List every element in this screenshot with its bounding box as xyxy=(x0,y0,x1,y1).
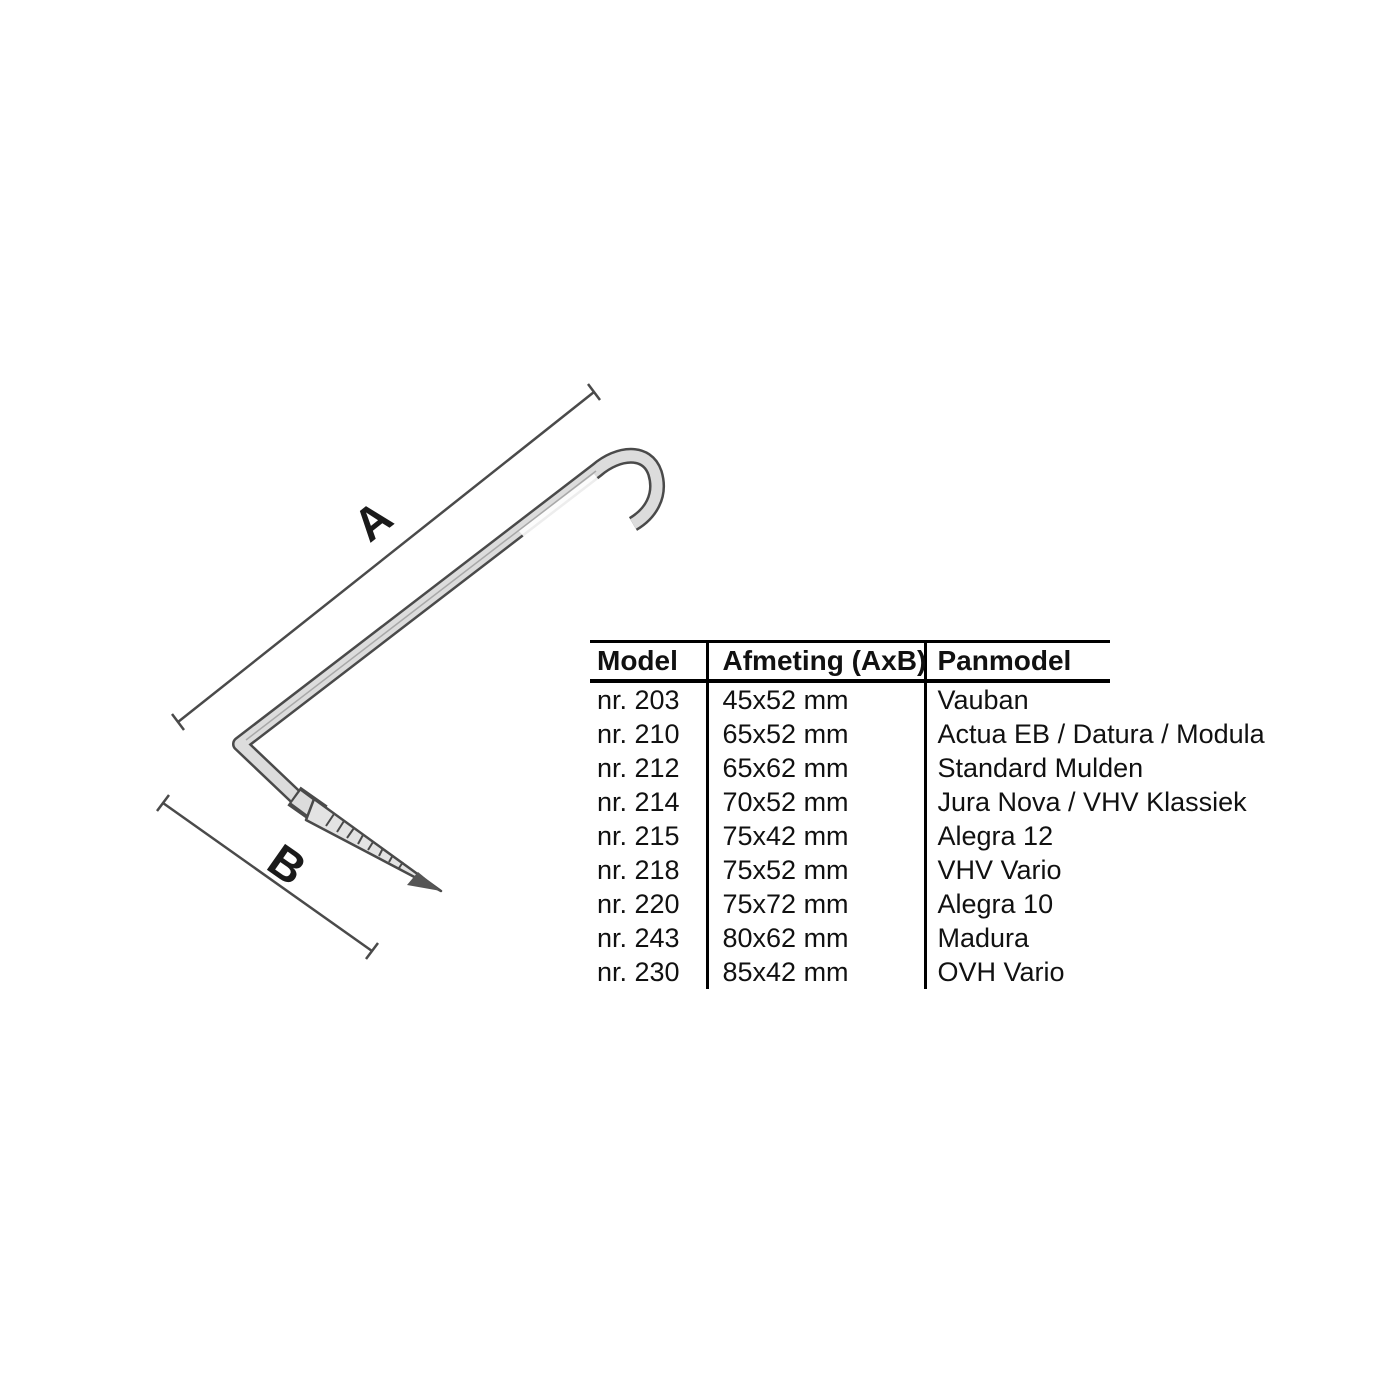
shaft-highlight xyxy=(519,474,599,537)
table-cell: 80x62 mm xyxy=(705,921,925,955)
hook-spike xyxy=(304,797,443,893)
table-cell: nr. 215 xyxy=(597,820,680,851)
header-model: Model xyxy=(590,640,707,683)
table-cell: Vauban xyxy=(923,681,1110,717)
header-afmeting: Afmeting (AxB) xyxy=(705,640,926,683)
spec-table-header: Model Afmeting (AxB) Panmodel xyxy=(590,640,1110,683)
table-cell: Standard Mulden xyxy=(923,751,1143,785)
spec-table-container: Model Afmeting (AxB) Panmodel nr. 203 45x… xyxy=(590,640,1265,989)
table-cell: Alegra 10 xyxy=(923,887,1110,921)
hook-body xyxy=(232,447,665,807)
table-cell: nr. 220 xyxy=(597,888,680,919)
table-cell: 65x62 mm xyxy=(705,751,925,785)
table-cell: Madura xyxy=(923,921,1110,955)
table-cell: VHV Vario xyxy=(923,853,1110,887)
table-cell: nr. 214 xyxy=(597,786,680,817)
table-cell: 75x42 mm xyxy=(705,819,925,853)
table-cell: nr. 230 xyxy=(597,956,680,987)
dimension-label-b: B xyxy=(259,834,316,896)
table-cell: nr. 212 xyxy=(597,752,680,783)
table-cell: 70x52 mm xyxy=(705,785,925,819)
table-cell: 45x52 mm xyxy=(705,681,925,717)
table-cell: nr. 243 xyxy=(597,922,680,953)
dimension-line-b xyxy=(156,794,379,960)
table-cell: nr. 203 xyxy=(597,684,680,715)
table-cell: 85x42 mm xyxy=(705,955,925,989)
table-cell: 65x52 mm xyxy=(705,717,925,751)
table-cell: Jura Nova / VHV Klassiek xyxy=(923,785,1247,819)
spike-ribs xyxy=(325,813,404,869)
header-panmodel: Panmodel xyxy=(923,640,1110,683)
table-cell: 75x52 mm xyxy=(705,853,925,887)
dimension-label-a: A xyxy=(343,490,401,551)
table-cell: 75x72 mm xyxy=(705,887,925,921)
spec-table: Model Afmeting (AxB) Panmodel nr. 203 45x… xyxy=(590,640,1265,989)
spike-tip xyxy=(407,872,441,891)
table-cell: Alegra 12 xyxy=(923,819,1110,853)
dimension-line-a xyxy=(171,383,601,731)
table-cell: OVH Vario xyxy=(923,955,1110,989)
table-cell: nr. 218 xyxy=(597,854,680,885)
table-cell: nr. 210 xyxy=(597,718,680,749)
table-cell: Actua EB / Datura / Modula xyxy=(923,717,1265,751)
